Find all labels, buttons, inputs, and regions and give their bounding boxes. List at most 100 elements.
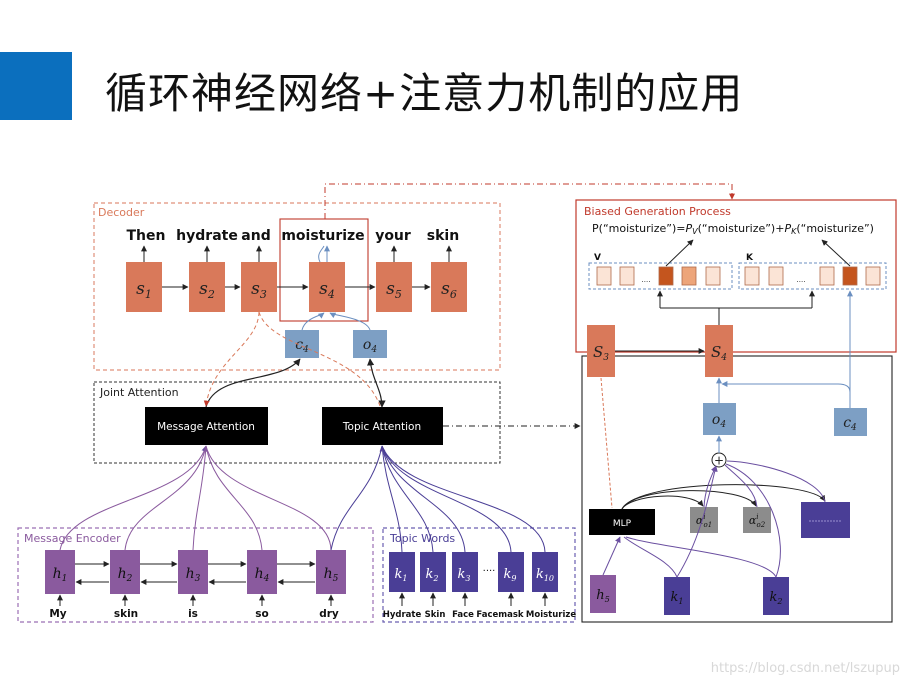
mlp-box [589, 509, 655, 535]
detail-h5-box [590, 575, 616, 613]
k-vector-frame [738, 262, 887, 290]
s4-to-word-edge [318, 245, 325, 263]
context-to-s4-edge [301, 312, 325, 331]
k-ellipsis: ···· [797, 278, 806, 286]
message-encoder-label: Message Encoder [24, 532, 121, 545]
decoder-label: Decoder [98, 206, 145, 219]
decoder-words: Then hydrate and moisturize your skin [127, 228, 460, 244]
decoder-state-box [431, 262, 467, 312]
decoder-state-label: s3 [251, 279, 267, 301]
decoder-state-box [376, 262, 412, 312]
topic-word: Hydrate [383, 610, 422, 620]
mlp-to-summary-edge [621, 484, 826, 510]
encoder-state-box [45, 550, 75, 594]
k2-to-mlp-edge [625, 536, 777, 578]
title-accent-bar [0, 52, 72, 120]
topic-word: Skin [425, 610, 446, 620]
encoder-state-box [316, 550, 346, 594]
detail-c4-label: c4 [843, 415, 857, 433]
watermark: https://blog.csdn.net/lszupup [711, 661, 900, 676]
detail-c4-box [834, 408, 867, 436]
decoder-word: and [241, 228, 270, 244]
s4-highlight-frame [279, 218, 369, 322]
encoder-to-attention-edge [59, 445, 208, 551]
mlp-label: MLP [613, 519, 632, 529]
topic-summary-box [801, 502, 850, 538]
decoder-state-box [189, 262, 225, 312]
detail-o4-label: o4 [712, 412, 726, 430]
decoder-state-box [126, 262, 162, 312]
h5-to-mlp-edge [602, 536, 621, 576]
k1-to-mlp-edge [623, 536, 678, 578]
encoder-to-attention-edge [205, 445, 332, 551]
detail-s3-box [587, 325, 615, 377]
decoder-word: Then [127, 228, 166, 244]
c4-to-s4-edge [721, 381, 851, 408]
topic-attention-to-output-edge [367, 358, 386, 408]
detail-frame [581, 355, 893, 623]
alpha-to-sum-edge [724, 464, 758, 508]
context-label: c4 [295, 337, 309, 355]
v-vector-cell [681, 266, 697, 286]
v-vector-cell [705, 266, 721, 286]
joint-attention-frame [93, 381, 501, 464]
topic-attention-box [322, 407, 443, 445]
topic-to-attention-edge [330, 445, 383, 551]
decoder-word: hydrate [176, 228, 238, 244]
topic-states [389, 552, 558, 592]
encoder-word: My [49, 608, 66, 620]
encoder-state-label: h2 [118, 566, 133, 584]
topic-state-label: k3 [458, 567, 471, 583]
slide-title: 循环神经网络+注意力机制的应用 [105, 69, 744, 118]
s3-to-message-attention-edge [203, 311, 260, 407]
k2-to-sum-edge [725, 463, 781, 578]
encoder-state-box [110, 550, 140, 594]
v-ellipsis: ···· [642, 278, 651, 286]
decoder-state-box [241, 262, 277, 312]
s3-to-topic-attention-edge [258, 311, 381, 407]
encoder-word: skin [114, 608, 138, 620]
k-label: K [746, 253, 754, 263]
encoder-word: dry [319, 608, 339, 620]
detail-s3-label: S3 [593, 343, 609, 363]
encoder-to-attention-edge [124, 445, 207, 551]
v-vector-cell [658, 266, 674, 286]
topic-to-attention-edge [381, 445, 512, 553]
topic-words-label: Topic Words [389, 532, 455, 545]
encoder-state-label: h5 [324, 566, 339, 584]
message-attention-label: Message Attention [157, 421, 255, 433]
v-vector-cell [596, 266, 612, 286]
decoder-word: skin [427, 228, 459, 244]
encoder-state-box [178, 550, 208, 594]
sum-symbol: + [714, 454, 724, 468]
topic-state-box [452, 552, 478, 592]
bias-frame [575, 199, 897, 353]
decoder-state-box [309, 262, 345, 312]
topic-to-attention-edge [381, 445, 434, 553]
topic-state-box [532, 552, 558, 592]
encoder-states [45, 550, 346, 594]
decoder-state-label: s6 [441, 279, 457, 301]
topic-state-box [420, 552, 446, 592]
detail-h5-label: h5 [596, 588, 609, 604]
topic-ellipsis: ···· [483, 566, 496, 577]
topic-word: Facemask [476, 610, 523, 620]
encoder-word: is [188, 608, 198, 620]
topic-words-frame [382, 527, 576, 623]
detail-k2-label: k2 [770, 590, 783, 606]
topic-to-attention-edge [381, 445, 546, 553]
message-attention-box [145, 407, 268, 445]
decoder-state-label: s5 [386, 279, 402, 301]
encoder-state-label: h1 [53, 566, 68, 584]
decoder-word: your [375, 228, 411, 244]
topic-state-label: k2 [426, 567, 439, 583]
topic-to-attention-edge [381, 445, 466, 553]
k-to-formula-edge [821, 239, 851, 267]
message-attention-to-context-edge [205, 358, 301, 408]
topic-state-label: k9 [504, 567, 517, 583]
decoder-frame [93, 202, 501, 371]
